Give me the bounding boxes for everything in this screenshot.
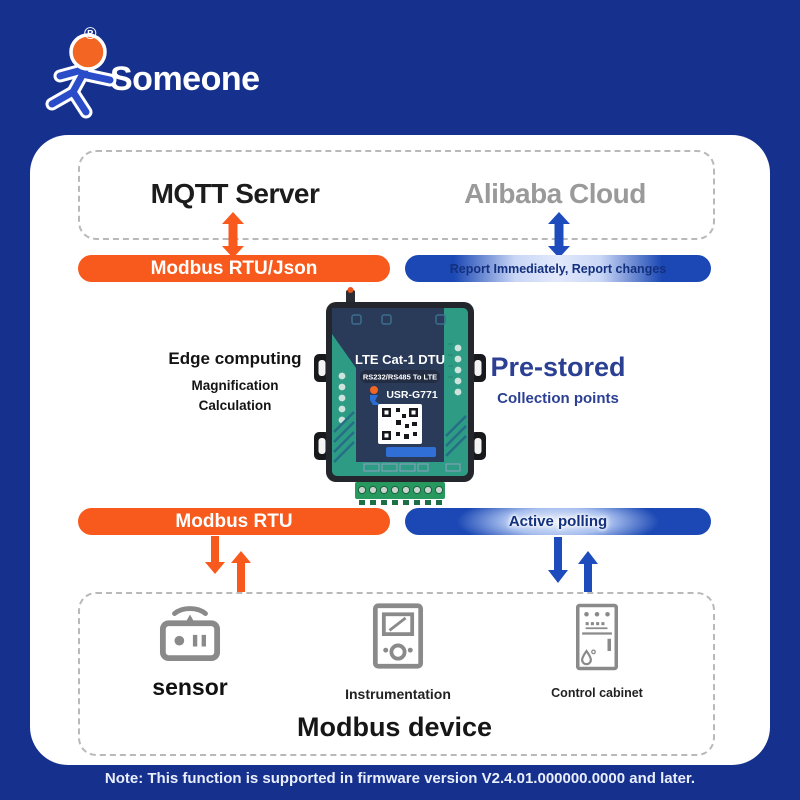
- edge-computing-block: Edge computing Magnification Calculation: [135, 349, 335, 413]
- sensor-label: sensor: [152, 674, 228, 700]
- control-cabinet-icon: [576, 603, 618, 671]
- qr-caption-strip: [386, 447, 436, 457]
- active-polling-label: Active polling: [508, 513, 608, 530]
- prestored-title: Pre-stored: [490, 352, 626, 382]
- modbus-rtu-label: Modbus RTU: [175, 510, 293, 532]
- sensor-icon: [159, 606, 221, 662]
- report-immediately-pill: Report Immediately, Report changes: [405, 255, 711, 282]
- edge-line-magnification: Magnification: [191, 378, 279, 393]
- device-name-text: LTE Cat-1 DTU: [355, 352, 445, 367]
- device-subtitle-text: RS232/RS485 To LTE: [363, 373, 437, 382]
- device-model-text: USR-G771: [386, 389, 438, 401]
- running-man-icon: [45, 33, 117, 119]
- collection-points-label: Collection points: [497, 390, 619, 407]
- modbus-rtu-json-label: Modbus RTU/Json: [150, 257, 318, 279]
- instrumentation-icon: [372, 603, 424, 669]
- double-arrow-icon-orange: [222, 212, 244, 258]
- firmware-note: Note: This function is supported in firm…: [104, 770, 696, 787]
- prestored-block: Pre-stored Collection points: [478, 352, 638, 407]
- qr-code: [378, 404, 422, 444]
- alibaba-cloud-title: Alibaba Cloud: [464, 178, 646, 209]
- down-arrow-icon-blue: [548, 537, 568, 583]
- cloud-box: [78, 150, 715, 240]
- control-cabinet-label: Control cabinet: [551, 686, 643, 700]
- edge-computing-title: Edge computing: [168, 349, 302, 368]
- down-arrow-icon-orange: [205, 536, 225, 574]
- modbus-device-title: Modbus device: [296, 712, 493, 742]
- brand-name: Someone: [110, 60, 260, 98]
- modbus-rtu-json-pill: Modbus RTU/Json: [78, 255, 390, 282]
- report-immediately-label: Report Immediately, Report changes: [449, 261, 667, 276]
- control-cabinet-column: Control cabinet: [502, 602, 692, 700]
- double-arrow-icon-blue: [548, 212, 570, 258]
- modbus-device-box: [78, 592, 715, 756]
- instrumentation-label: Instrumentation: [345, 686, 451, 702]
- mqtt-server-title: MQTT Server: [150, 178, 320, 209]
- modbus-rtu-pill: Modbus RTU: [78, 508, 390, 535]
- instrumentation-column: Instrumentation: [303, 602, 493, 702]
- active-polling-pill: Active polling: [405, 508, 711, 535]
- sensor-column: sensor: [95, 600, 285, 701]
- usr-g771-device-image: LTE Cat-1 DTU RS232/RS485 To LTE USR-G77…: [314, 287, 486, 505]
- up-arrow-icon-blue: [578, 551, 598, 607]
- edge-line-calculation: Calculation: [198, 398, 272, 413]
- up-arrow-icon-orange: [231, 551, 251, 593]
- registered-trademark: ®: [84, 24, 97, 43]
